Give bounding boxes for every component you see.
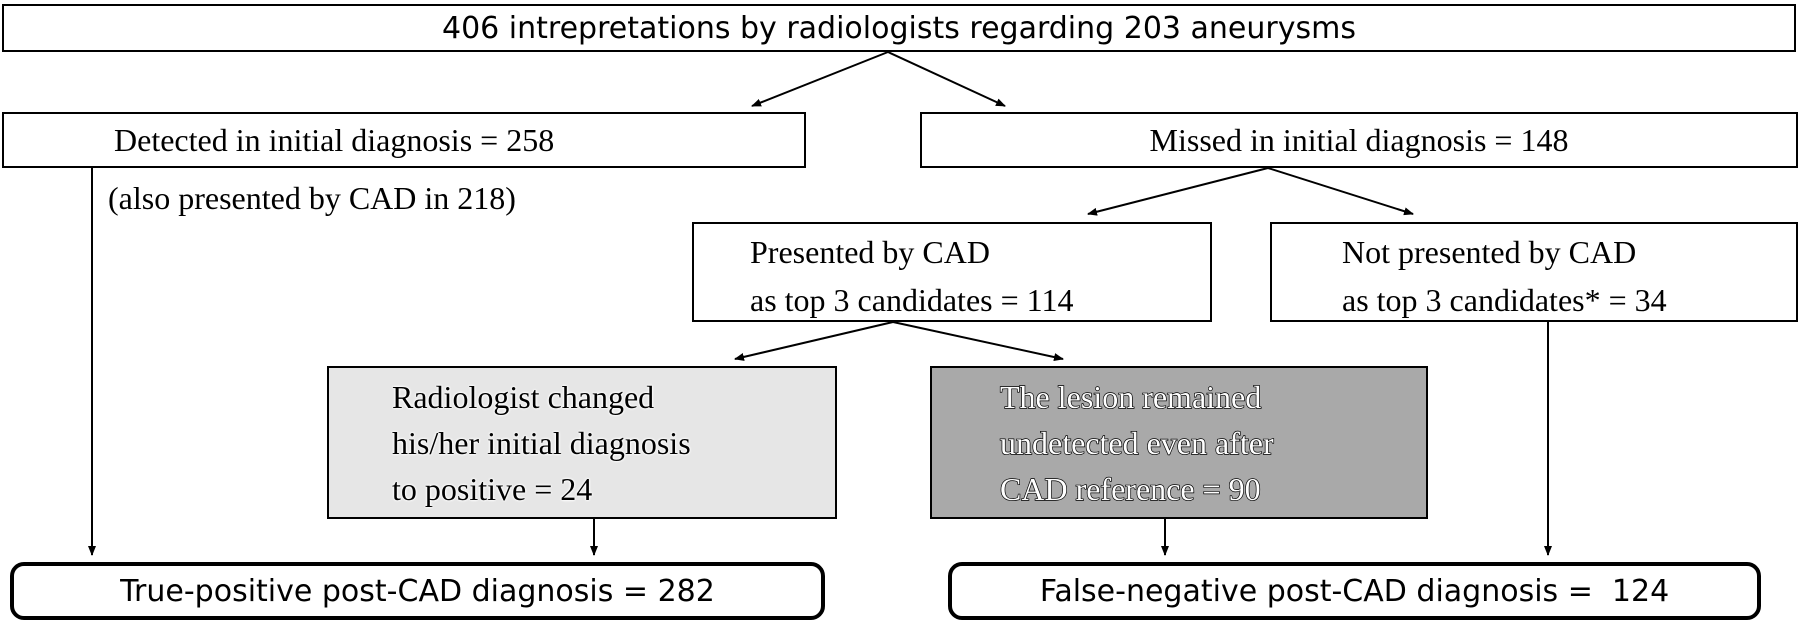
- detected-text: Detected in initial diagnosis = 258: [114, 121, 555, 158]
- false-negative-box: False-negative post-CAD diagnosis = 124: [948, 562, 1761, 620]
- detected-box: Detected in initial diagnosis = 258: [2, 112, 806, 168]
- arrow-missed-to-not-presented: [1267, 167, 1414, 216]
- remained-box: The lesion remained undetected even afte…: [930, 366, 1428, 519]
- root-text: 406 intrepretations by radiologists rega…: [442, 10, 1356, 46]
- remained-line-1: The lesion remained: [999, 378, 1262, 415]
- changed-line-2: his/her initial diagnosis: [392, 425, 691, 461]
- false-negative-text: False-negative post-CAD diagnosis = 124: [1039, 573, 1670, 609]
- not-presented-line-1: Not presented by CAD: [1342, 234, 1637, 270]
- arrow-presented-to-changed: [734, 321, 894, 361]
- changed-box: Radiologist changed his/her initial diag…: [327, 366, 837, 519]
- detected-note-text: (also presented by CAD in 218): [108, 180, 516, 216]
- arrow-missed-to-presented: [1087, 167, 1269, 216]
- remained-line-3: CAD reference = 90: [999, 470, 1261, 507]
- not-presented-line-2: as top 3 candidates* = 34: [1342, 282, 1667, 318]
- arrow-root-to-missed: [887, 51, 1006, 107]
- presented-box: Presented by CAD as top 3 candidates = 1…: [692, 222, 1212, 322]
- true-positive-box: True-positive post-CAD diagnosis = 282: [10, 562, 825, 620]
- remained-line-2: undetected even after: [999, 424, 1274, 461]
- changed-line-1: Radiologist changed: [392, 379, 655, 415]
- missed-text: Missed in initial diagnosis = 148: [1149, 121, 1569, 158]
- true-positive-text: True-positive post-CAD diagnosis = 282: [120, 573, 715, 609]
- missed-box: Missed in initial diagnosis = 148: [920, 112, 1798, 168]
- presented-line-1: Presented by CAD: [750, 234, 990, 270]
- root-box: 406 intrepretations by radiologists rega…: [2, 4, 1796, 52]
- detected-note: (also presented by CAD in 218): [108, 180, 516, 217]
- not-presented-box: Not presented by CAD as top 3 candidates…: [1270, 222, 1798, 322]
- changed-line-3: to positive = 24: [392, 471, 593, 507]
- presented-line-2: as top 3 candidates = 114: [750, 282, 1074, 318]
- arrow-presented-to-remained: [892, 321, 1064, 361]
- arrow-root-to-detected: [751, 51, 889, 107]
